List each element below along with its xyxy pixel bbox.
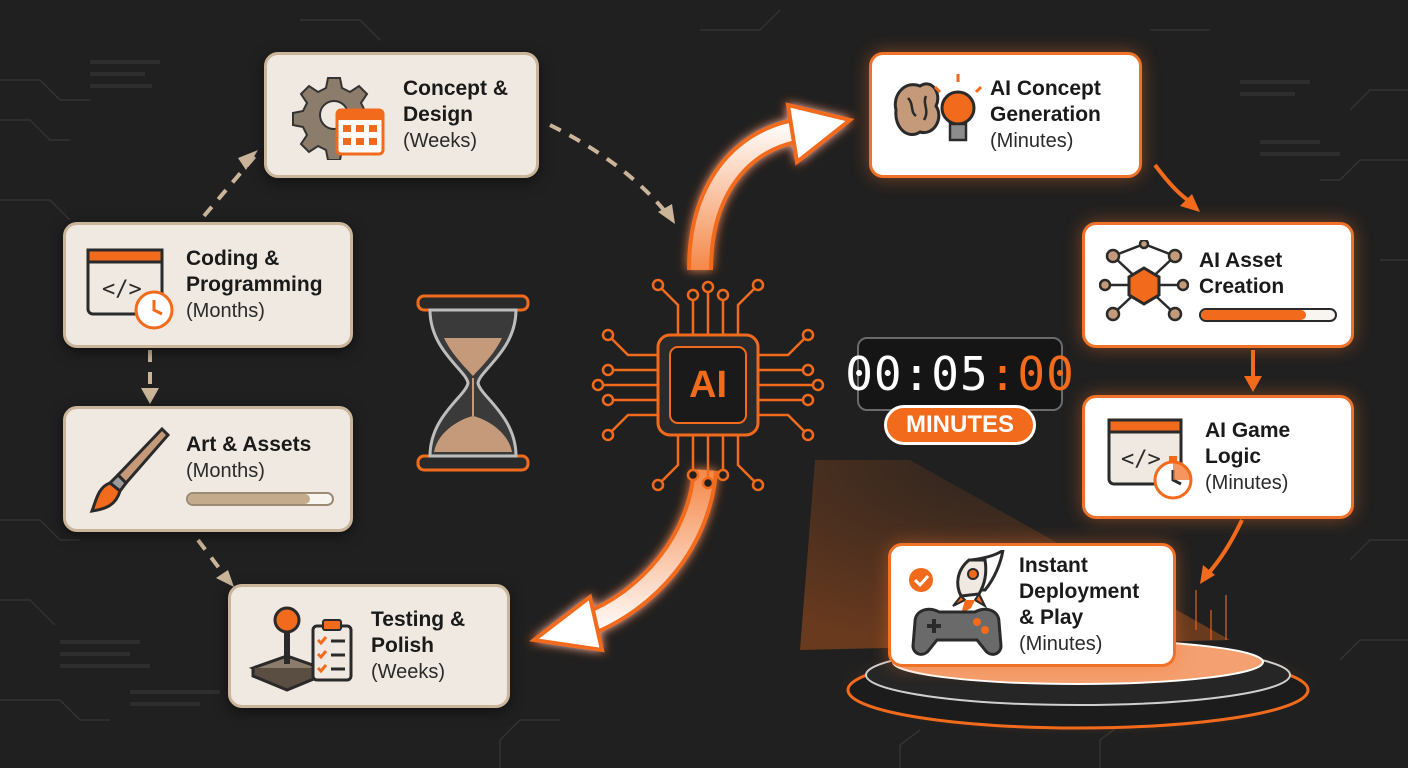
timer-separator: : [988,347,1018,401]
ai-game-logic-duration: (Minutes) [1205,472,1289,494]
ai-concept-generation-title: AI Concept Generation [990,77,1101,126]
arrow-concept-to-ai [549,123,670,217]
art-assets-progress-fill [188,494,311,504]
arrow-art-to-testing [196,538,230,582]
card-ai-concept-generation: AI Concept Generation (Minutes) [869,52,1142,178]
card-testing-polish: Testing & Polish (Weeks) [228,584,510,708]
card-coding-programming: </> Coding & Programming (Months) [63,222,353,348]
code-window-stopwatch-icon: </> [1103,412,1195,502]
hourglass-icon [416,294,530,472]
art-assets-progress-bar [186,492,334,506]
testing-polish-duration: (Weeks) [371,661,446,683]
timer-hours-minutes: 00:05 [845,347,989,401]
network-node-icon [1099,240,1189,330]
ai-asset-creation-title: AI Asset Creation [1199,249,1285,298]
art-assets-title: Art & Assets [186,433,312,456]
svg-text:</>: </> [1121,447,1161,472]
card-art-assets: Art & Assets (Months) [63,406,353,532]
brain-lightbulb-icon [886,70,982,160]
ai-chip-icon [591,278,825,492]
code-window-clock-icon: </> [82,240,178,330]
card-ai-asset-creation: AI Asset Creation [1082,222,1354,348]
big-curved-arrow-down [529,468,718,653]
joystick-checklist-icon [247,598,357,694]
card-concept-design: Concept & Design (Weeks) [264,52,539,178]
testing-polish-title: Testing & Polish [371,608,466,657]
paintbrush-icon [82,421,178,517]
ai-asset-progress-fill [1201,310,1306,320]
svg-text:</>: </> [102,277,142,302]
instant-deployment-duration: (Minutes) [1019,633,1103,655]
ai-concept-generation-duration: (Minutes) [990,130,1074,152]
minutes-badge: MINUTES [884,405,1036,445]
card-instant-deployment: Instant Deployment & Play (Minutes) [888,543,1176,667]
rocket-gamepad-icon [905,550,1011,660]
instant-deployment-title: Instant Deployment & Play [1019,554,1140,629]
ai-game-logic-title: AI Game Logic [1205,419,1291,468]
art-assets-duration: (Months) [186,460,265,482]
card-ai-game-logic: </> AI Game Logic (Minutes) [1082,395,1354,519]
arrow-concept-to-asset [1153,163,1195,206]
ai-chip-label: AI [689,363,727,406]
concept-design-title: Concept & Design [403,77,508,126]
countdown-timer: 00:05:00 [845,337,1074,411]
concept-design-duration: (Weeks) [403,130,478,152]
coding-programming-duration: (Months) [186,300,265,322]
gear-calendar-icon [283,70,391,160]
coding-programming-title: Coding & Programming [186,247,323,296]
arrow-logic-to-deploy [1205,519,1244,577]
ai-asset-progress-bar [1199,308,1337,322]
big-curved-arrow-up [687,102,855,271]
timer-seconds: 00 [1017,347,1075,401]
